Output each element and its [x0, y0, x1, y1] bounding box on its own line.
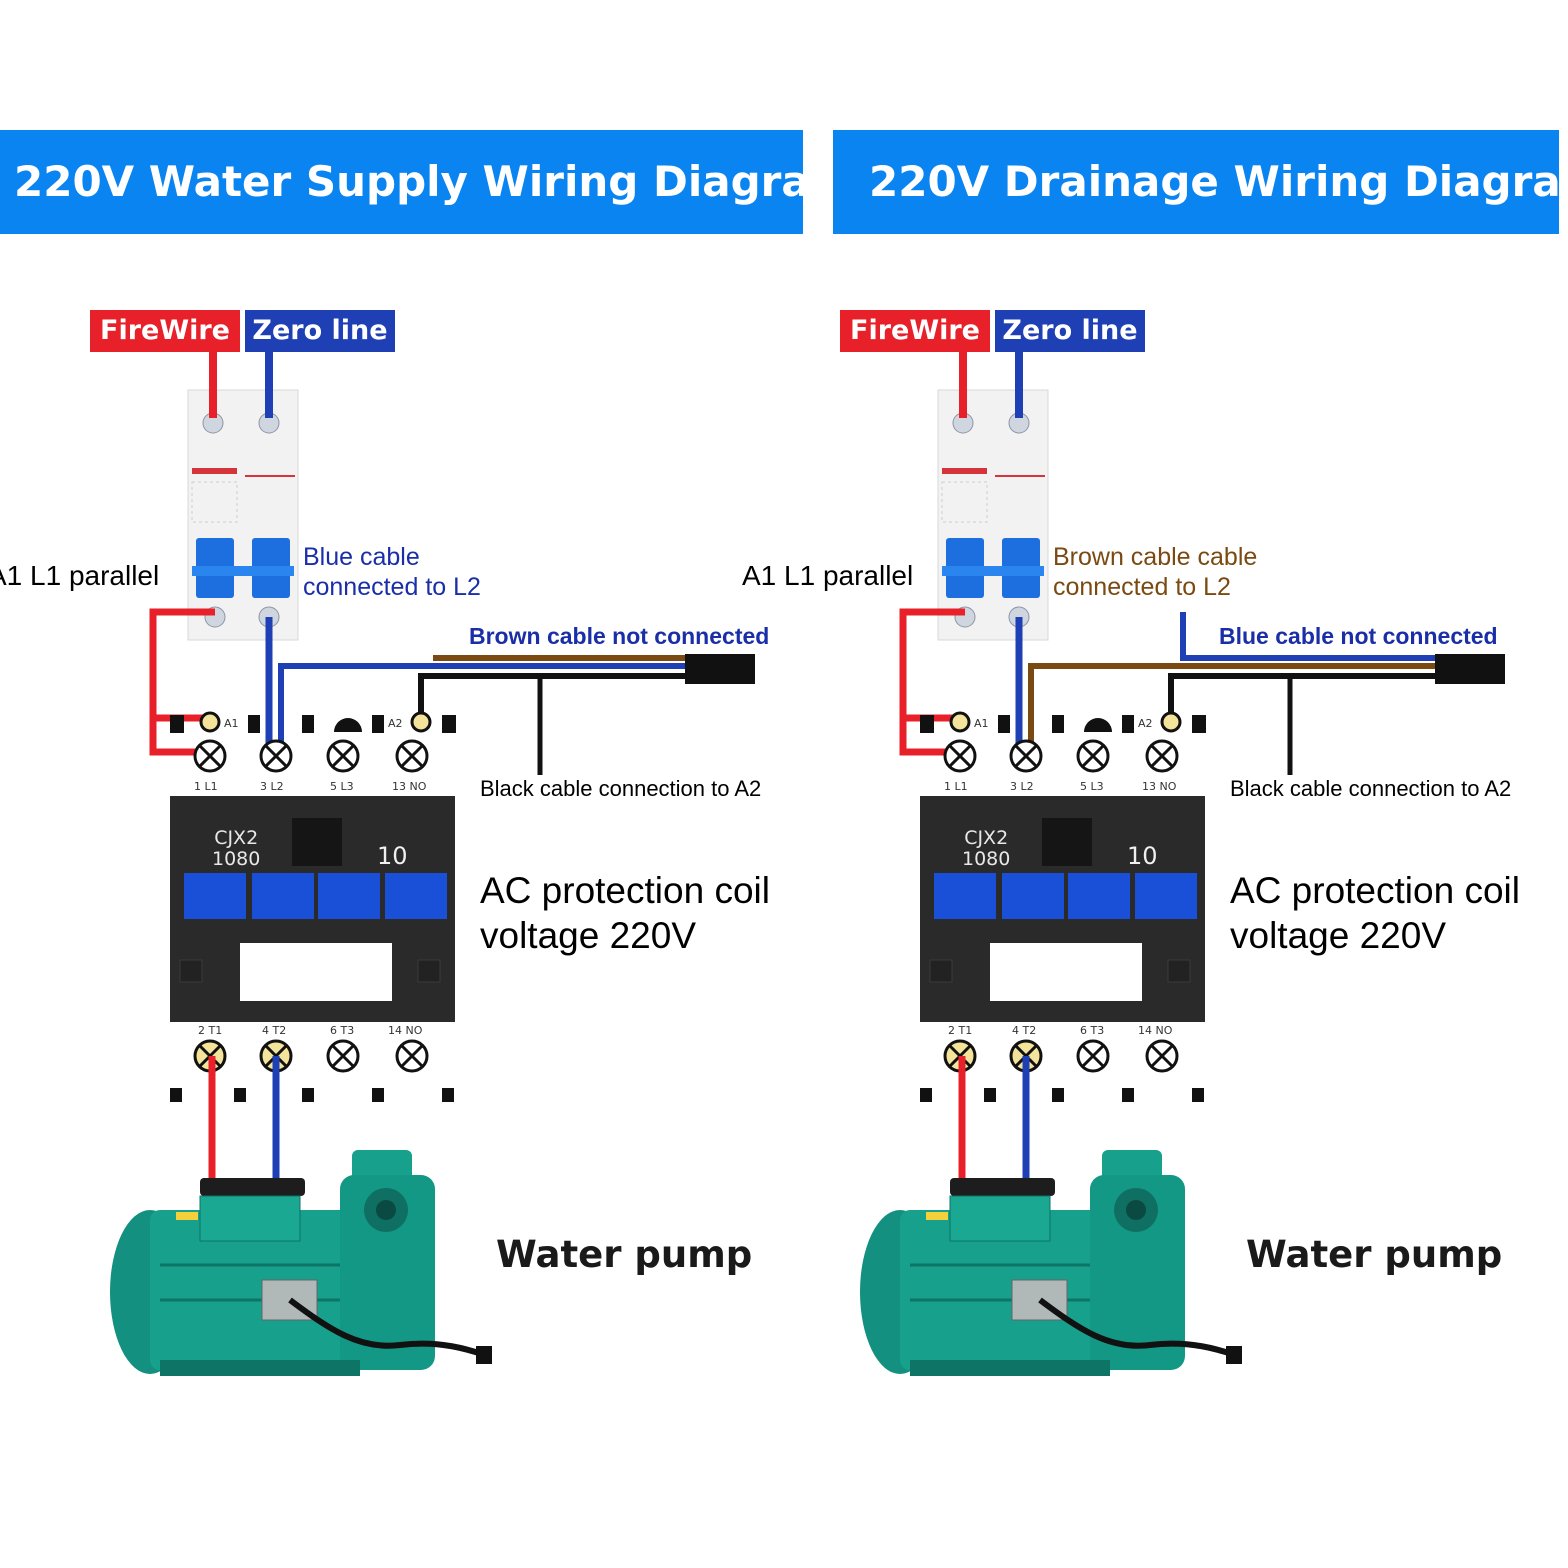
terminal-label: 4 T2 — [1012, 1024, 1037, 1037]
coil-terminal-a2: A2 — [388, 717, 403, 730]
circuit-breaker — [187, 389, 299, 641]
terminal-label: 3 L2 — [260, 780, 284, 793]
terminal-label: 6 T3 — [1080, 1024, 1105, 1037]
coil-voltage-label: AC protection coil voltage 220V — [480, 870, 770, 956]
black-float-wire — [1168, 673, 1440, 722]
water-supply-panel: 220V Water Supply Wiring Diagram FireWir… — [0, 130, 803, 1376]
terminal-label: 1 L1 — [944, 780, 968, 793]
water-pump-illustration — [860, 1150, 1242, 1376]
black-connection-label: Black cable connection to A2 — [1230, 776, 1512, 801]
coil-voltage-label: AC protection coil voltage 220V — [1230, 870, 1520, 956]
terminal-label: 4 T2 — [262, 1024, 287, 1037]
contactor-rating: 10 — [1127, 842, 1158, 870]
black-connection-label: Black cable connection to A2 — [480, 776, 762, 801]
terminal-label: 5 L3 — [330, 780, 354, 793]
contactor-model: CJX2 1080 — [962, 827, 1011, 870]
parallel-label: A1 L1 parallel — [0, 560, 160, 591]
terminal-label: 13 NO — [392, 780, 427, 793]
cable-note: Blue cable connected to L2 — [303, 543, 481, 601]
terminal-label: 3 L2 — [1010, 780, 1034, 793]
blue-float-wire — [1180, 612, 1440, 661]
zero-line-label: Zero line — [245, 310, 395, 352]
terminal-label: 1 L1 — [194, 780, 218, 793]
terminal-label: 14 NO — [388, 1024, 423, 1037]
not-connected-label: Brown cable not connected — [469, 623, 770, 649]
zero-line-label: Zero line — [995, 310, 1145, 352]
terminal-label: 2 T1 — [198, 1024, 223, 1037]
water-supply-title: 220V Water Supply Wiring Diagram — [0, 130, 853, 234]
blue-float-wire — [278, 663, 690, 752]
float-switch-plug — [685, 654, 755, 684]
water-pump-illustration — [110, 1150, 492, 1376]
not-connected-label: Blue cable not connected — [1219, 623, 1498, 649]
contactor-rating: 10 — [377, 842, 408, 870]
water-supply-wiring-art — [110, 352, 755, 1376]
red-parallel-wire — [149, 608, 215, 756]
drainage-wiring-art — [860, 352, 1505, 1376]
brown-float-wire — [1028, 663, 1440, 752]
coil-terminal-a1: A1 — [224, 717, 239, 730]
water-pump-label: Water pump — [1246, 1233, 1503, 1276]
terminal-label: 5 L3 — [1080, 780, 1104, 793]
contactor-body — [920, 796, 1205, 1022]
cable-note: Brown cable cable connected to L2 — [1053, 543, 1258, 601]
drainage-panel: 220V Drainage Wiring Diagram FireWire Ze… — [742, 0, 1568, 1568]
black-float-wire — [418, 673, 690, 722]
red-parallel-wire — [899, 608, 965, 756]
parallel-label: A1 L1 parallel — [742, 560, 914, 591]
terminal-label: 13 NO — [1142, 780, 1177, 793]
terminal-label: 14 NO — [1138, 1024, 1173, 1037]
firewire-label: FireWire — [840, 310, 990, 352]
contactor-body — [170, 796, 455, 1022]
coil-terminal-a2: A2 — [1138, 717, 1153, 730]
contactor-top-terminals — [920, 711, 1206, 773]
contactor-model: CJX2 1080 — [212, 827, 261, 870]
contactor-bottom-terminals — [920, 1039, 1204, 1102]
coil-terminal-a1: A1 — [974, 717, 989, 730]
water-pump-label: Water pump — [496, 1233, 753, 1276]
firewire-label: FireWire — [90, 310, 240, 352]
contactor-top-terminals — [170, 711, 456, 773]
circuit-breaker — [937, 389, 1049, 641]
drainage-title: 220V Drainage Wiring Diagram — [833, 130, 1568, 234]
terminal-label: 2 T1 — [948, 1024, 973, 1037]
terminal-label: 6 T3 — [330, 1024, 355, 1037]
float-switch-plug — [1435, 654, 1505, 684]
